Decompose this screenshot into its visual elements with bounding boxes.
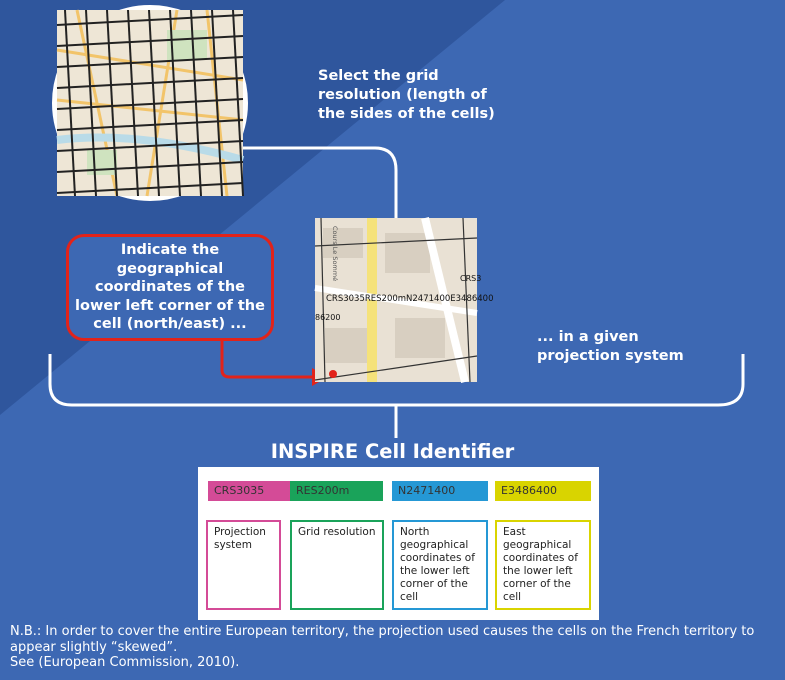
select-grid-label: Select the grid resolution (length of th… <box>318 68 495 122</box>
footnote: N.B.: In order to cover the entire Europ… <box>10 624 780 671</box>
map-right-crs: CRS3 <box>460 274 482 283</box>
square-map-image: CRS3035RES200mN2471400E3486400 86200 CRS… <box>314 217 494 383</box>
coordinates-callout: Indicate the geographical coordinates of… <box>66 234 274 341</box>
projection-label: ... in a given projection system <box>537 329 684 364</box>
code-res: RES200m <box>290 481 383 501</box>
desc-east: East geographical coordinates of the low… <box>495 520 591 610</box>
desc-projection: Projection system <box>206 520 281 610</box>
map-cell-label: CRS3035RES200mN2471400E3486400 <box>326 294 494 304</box>
footnote-line2: See (European Commission, 2010). <box>10 655 240 670</box>
desc-resolution: Grid resolution <box>290 520 384 610</box>
map-left-coord: 86200 <box>315 313 341 322</box>
code-crs: CRS3035 <box>208 481 303 501</box>
footnote-line1: N.B.: In order to cover the entire Europ… <box>10 624 755 655</box>
inspire-title: INSPIRE Cell Identifier <box>270 440 515 463</box>
map-street-label: Cours Le Sommé <box>331 226 339 282</box>
coordinates-label: Indicate the geographical coordinates of… <box>75 242 265 333</box>
round-map-image <box>52 5 248 201</box>
identifier-panel: CRS3035 RES200m N2471400 E3486400 Projec… <box>198 467 599 620</box>
code-east: E3486400 <box>495 481 591 501</box>
code-north: N2471400 <box>392 481 488 501</box>
desc-north: North geographical coordinates of the lo… <box>392 520 488 610</box>
